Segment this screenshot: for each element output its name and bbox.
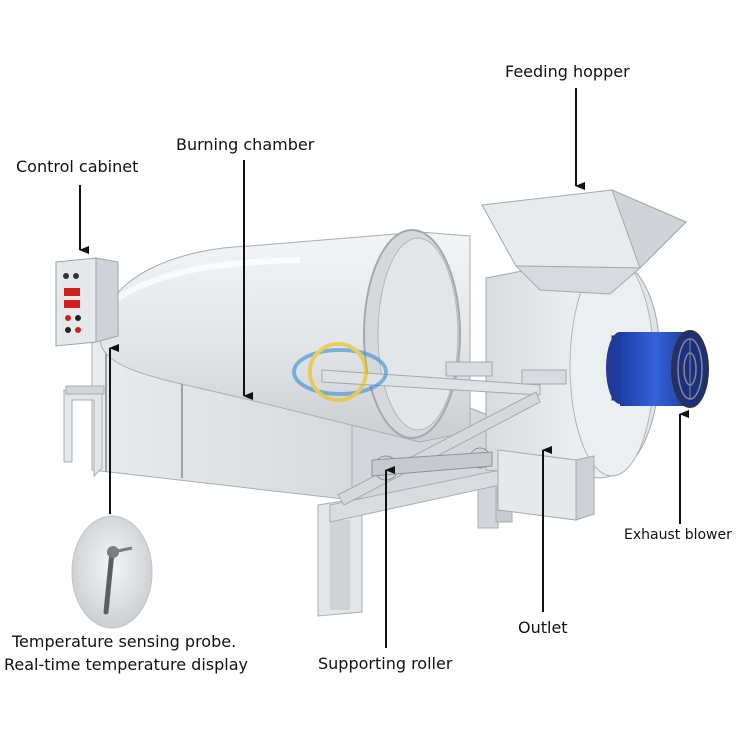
- label-exhaust-blower: Exhaust blower: [624, 527, 732, 543]
- label-outlet: Outlet: [518, 618, 568, 637]
- label-probe-line1: Temperature sensing probe.: [12, 632, 237, 651]
- annotation-arrows: [79, 88, 689, 648]
- exhaust-blower: [606, 330, 709, 408]
- label-control-cabinet: Control cabinet: [16, 157, 139, 176]
- label-feeding-hopper: Feeding hopper: [505, 62, 630, 81]
- logo-watermark: [292, 342, 388, 402]
- control-cabinet: [55, 257, 119, 347]
- label-probe-line2: Real-time temperature display: [4, 655, 248, 674]
- temperature-probe-inset: [71, 515, 153, 629]
- label-burning-chamber: Burning chamber: [176, 135, 315, 154]
- feeding-hopper: [481, 189, 687, 295]
- label-supporting-roller: Supporting roller: [318, 654, 453, 673]
